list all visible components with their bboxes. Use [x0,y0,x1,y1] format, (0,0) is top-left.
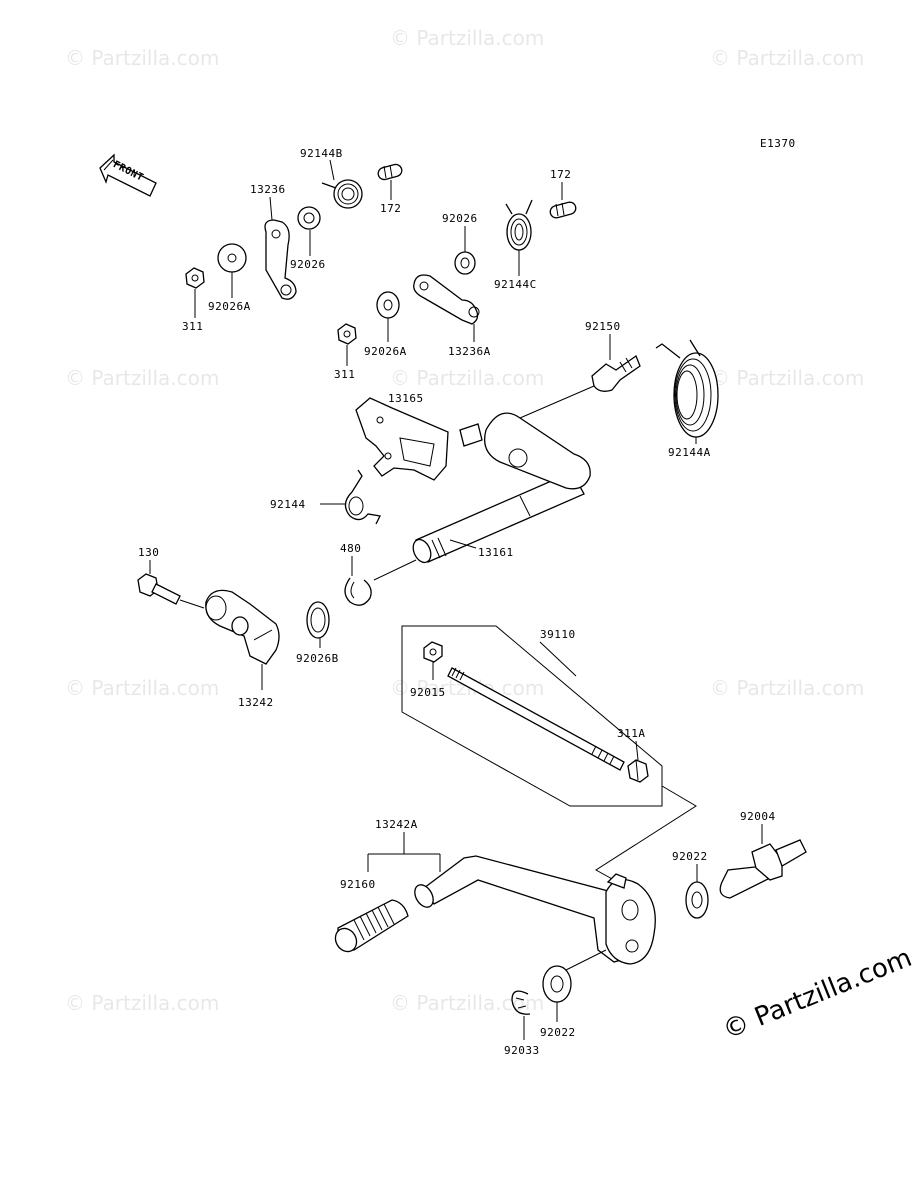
diagram-code: E1370 [760,137,796,150]
part-label-92004: 92004 [740,810,776,823]
nut-311-a [185,267,205,289]
shift-pedal-13242A [414,855,656,965]
part-label-92022: 92022 [672,850,708,863]
part-label-311A: 311A [617,727,646,740]
bolt-130 [137,573,181,605]
watermark: © Partzilla.com [710,46,864,70]
part-label-92026: 92026 [290,258,326,271]
part-label-13236: 13236 [250,183,286,196]
part-label-13165: 13165 [388,392,424,405]
watermark: © Partzilla.com [390,366,544,390]
pin-172-a [377,163,403,181]
part-label-13242A: 13242A [375,818,418,831]
arm-13236A [413,274,480,325]
watermark-layer: © Partzilla.com © Partzilla.com © Partzi… [65,26,864,1015]
washer-92022-b [542,965,572,1003]
part-label-92026B: 92026B [296,652,339,665]
arm-13236 [264,219,297,300]
part-label-92022: 92022 [540,1026,576,1039]
lever-13242 [205,589,280,665]
washer-92026A-a [217,243,247,273]
part-label-92160: 92160 [340,878,376,891]
part-label-130: 130 [138,546,159,559]
nut-311-b [337,323,357,345]
watermark: © Partzilla.com [710,366,864,390]
circlip-480 [344,577,372,606]
watermark: © Partzilla.com [65,366,219,390]
part-label-172: 172 [380,202,401,215]
e-clip-92033 [511,990,531,1015]
part-label-92144B: 92144B [300,147,343,160]
watermark: © Partzilla.com [65,676,219,700]
front-label: FRONT [111,159,145,184]
brand-watermark: © Partzilla.com [719,943,916,1046]
part-label-92033: 92033 [504,1044,540,1057]
part-label-13161: 13161 [478,546,514,559]
part-label-172: 172 [550,168,571,181]
part-label-92026A: 92026A [364,345,407,358]
watermark: © Partzilla.com [65,46,219,70]
nut-311A [627,759,649,783]
pin-172-b [549,201,577,219]
part-label-13236A: 13236A [448,345,491,358]
bolt-92004 [719,839,807,899]
washer-92026B [306,601,330,639]
part-label-311: 311 [182,320,203,333]
part-label-92144A: 92144A [668,446,711,459]
nut-92015 [423,641,443,663]
washer-92026-b [454,251,476,275]
tie-rod [447,667,625,771]
part-label-92150: 92150 [585,320,621,333]
pedal-rubber-92160 [334,899,409,953]
watermark: © Partzilla.com [65,991,219,1015]
watermark: © Partzilla.com [390,26,544,50]
part-label-92144: 92144 [270,498,306,511]
watermark: © Partzilla.com [390,991,544,1015]
washer-92022-a [685,881,709,919]
part-label-92015: 92015 [410,686,446,699]
bracket-13242A [367,832,441,872]
spring-92144A [655,339,719,438]
shaft-13161 [412,412,591,564]
stud-92150 [591,354,641,392]
washer-92026A-b [376,291,400,319]
part-label-92026: 92026 [442,212,478,225]
spring-92144B [321,179,363,209]
part-label-39110: 39110 [540,628,576,641]
part-label-92144C: 92144C [494,278,537,291]
spring-92144 [344,469,381,525]
watermark: © Partzilla.com [710,676,864,700]
washer-92026-a [297,206,321,230]
part-label-13242: 13242 [238,696,274,709]
assembly-box-39110 [401,625,663,807]
part-label-480: 480 [340,542,361,555]
part-label-92026A: 92026A [208,300,251,313]
part-label-311: 311 [334,368,355,381]
plate-13165 [355,397,449,481]
front-arrow-icon: FRONT [99,153,157,197]
spring-92144C [505,199,533,251]
